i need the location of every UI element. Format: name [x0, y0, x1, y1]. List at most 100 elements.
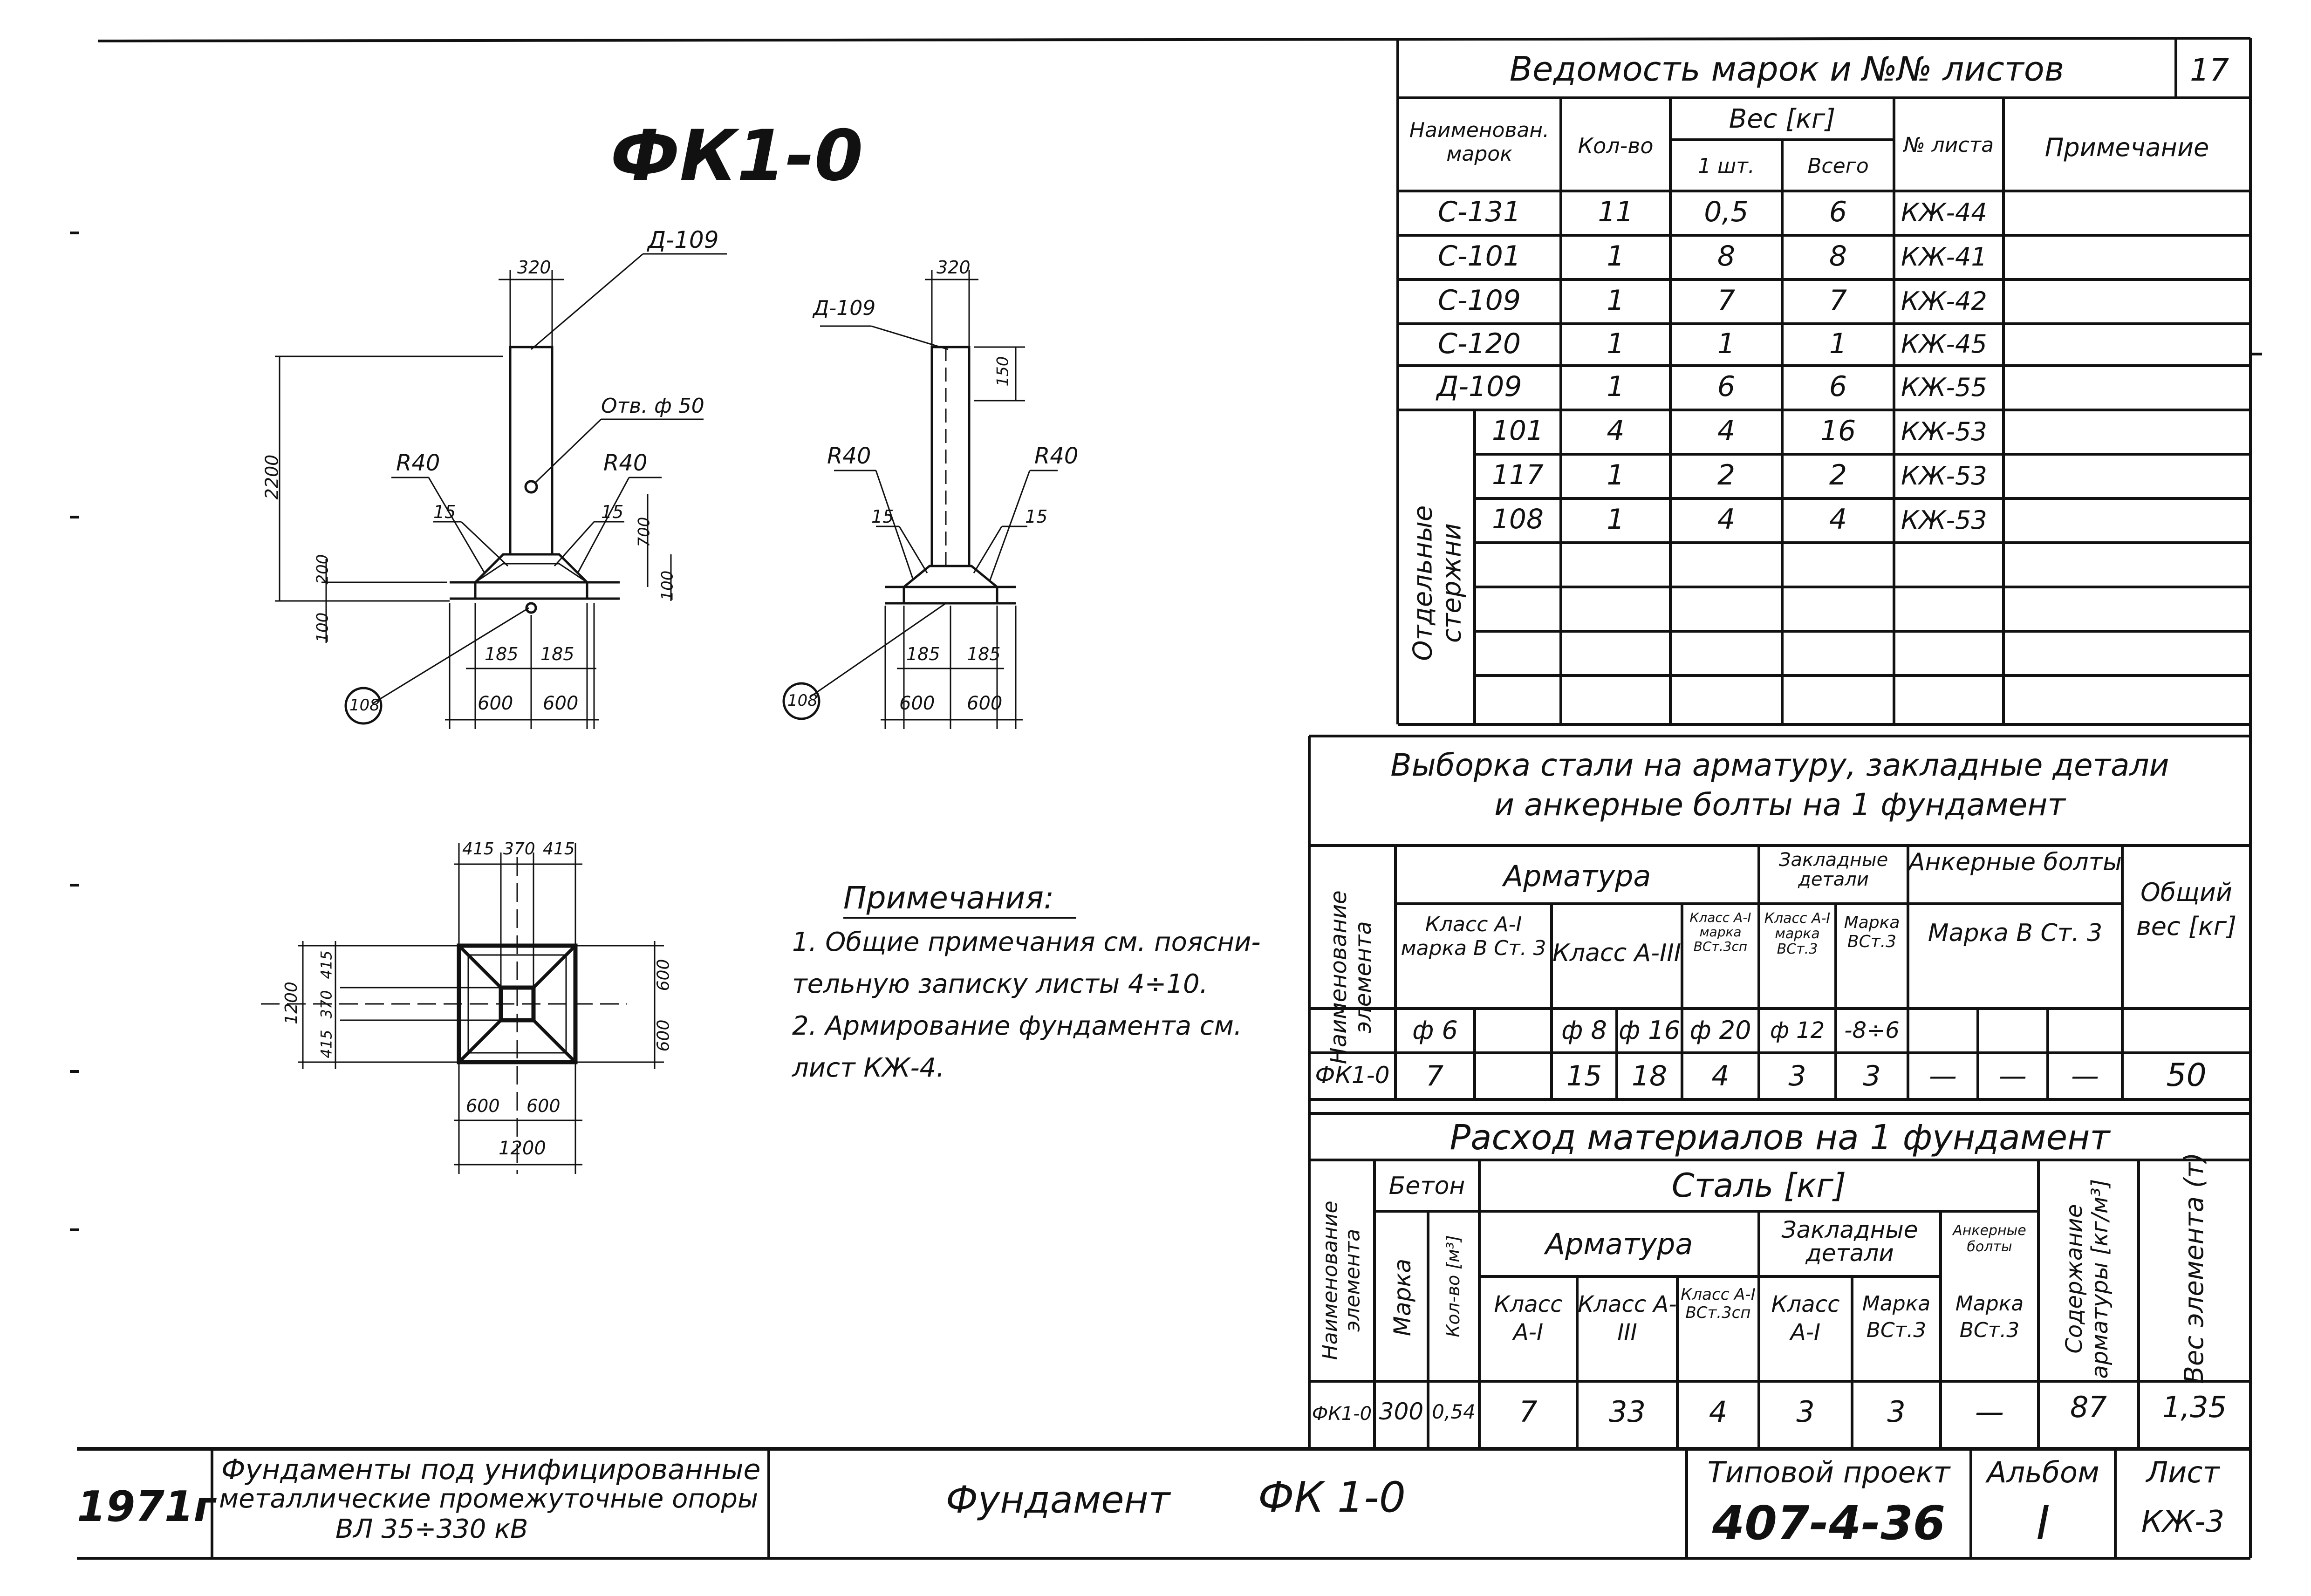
- materials-row-marka: 300: [1379, 1398, 1424, 1425]
- steel-zd-marka: Марка ВСт.3: [1836, 913, 1908, 952]
- note-line-1: 1. Общие примечания см. поясни-: [792, 927, 1261, 957]
- materials-row-ab: —: [1975, 1395, 2004, 1429]
- title-desc-line2: металлические промежуточные опоры: [219, 1484, 759, 1514]
- steel-ankernye-text: Анкерные болты: [1908, 848, 2122, 876]
- materials-row-soderzhanie: 87: [2070, 1390, 2107, 1424]
- marks-row-sheet: КЖ-41: [1901, 242, 1987, 272]
- steel-size: ф 16: [1618, 1016, 1681, 1045]
- materials-row-qty: 0,54: [1432, 1400, 1476, 1423]
- steel-value: 7: [1426, 1060, 1444, 1092]
- plan-left-c: 415: [317, 1030, 335, 1058]
- dim-total-height: 2200: [261, 454, 282, 500]
- marks-row-sheet: КЖ-53: [1901, 505, 1987, 535]
- marks-row-total: 6: [1829, 196, 1847, 228]
- marks-header-per-unit: 1 шт.: [1698, 154, 1755, 178]
- steel-value: —: [1929, 1060, 1957, 1092]
- steel-value: 18: [1631, 1060, 1668, 1092]
- materials-armatura: Арматура: [1545, 1227, 1693, 1261]
- title-desc-line3: ВЛ 35÷330 кВ: [335, 1514, 528, 1544]
- dim-h200: 200: [313, 554, 332, 585]
- dim-h700: 700: [635, 517, 654, 547]
- marks-header-note: Примечание: [2044, 133, 2209, 162]
- side-radius-right: R40: [1034, 443, 1079, 469]
- plan-bot-total: 1200: [499, 1138, 546, 1159]
- steel-class-a1-small: Класс А-I марка ВСт.3сп: [1682, 910, 1759, 954]
- steel-zd-marka-text: Марка ВСт.3: [1844, 913, 1900, 952]
- side-dim-base-left: 185: [906, 644, 940, 664]
- title-album-value: I: [2036, 1496, 2050, 1550]
- marks-row-name: 101: [1492, 415, 1544, 446]
- side-dim-top-width: 320: [937, 257, 971, 278]
- steel-title-line2: и анкерные болты на 1 фундамент: [1494, 787, 2065, 823]
- plan-left-a: 415: [317, 950, 335, 979]
- side-dim-small-right: 15: [1025, 506, 1048, 527]
- marks-row-name: С-131: [1437, 196, 1521, 228]
- steel-ankernye: Анкерные болты: [1908, 850, 2122, 874]
- materials-c-a3: Класс А-III: [1577, 1290, 1677, 1346]
- marks-row-name: С-120: [1437, 327, 1521, 360]
- title-project-label: Типовой проект: [1707, 1455, 1950, 1489]
- marks-row-name: Д-109: [1436, 370, 1522, 403]
- materials-ves: Вес элемента (т): [2179, 1142, 2209, 1394]
- dim-h100b: 100: [658, 570, 677, 601]
- marks-row-sheet: КЖ-45: [1901, 329, 1987, 359]
- plan-right-a: 600: [654, 959, 673, 991]
- mark-108-side: 108: [787, 691, 818, 710]
- steel-class-a1-text: Класс А-I марка В Ст. 3: [1401, 913, 1546, 960]
- marks-header-weight: Вес [кг]: [1729, 104, 1836, 134]
- dim-base-right: 185: [540, 644, 574, 664]
- materials-ab-marka-text: Марка ВСт.3: [1955, 1292, 2024, 1343]
- materials-stal: Сталь [кг]: [1671, 1166, 1846, 1205]
- marks-row-name: 117: [1492, 459, 1544, 491]
- steel-value: —: [1999, 1060, 2027, 1092]
- materials-qty-m3: Кол-во [м³]: [1443, 1221, 1463, 1351]
- dim-small-right: 15: [601, 502, 624, 522]
- marks-row-unit: 4: [1717, 415, 1736, 447]
- marks-row-qty: 11: [1598, 196, 1634, 228]
- steel-class-a3: Класс А-III: [1552, 939, 1682, 967]
- steel-class-a1: Класс А-I марка В Ст. 3: [1395, 913, 1552, 960]
- steel-row-total: 50: [2166, 1057, 2207, 1094]
- radius-left: R40: [396, 450, 440, 476]
- title-code: ФК 1-0: [1258, 1473, 1406, 1522]
- marks-header-name: Наименован. марок: [1398, 118, 1561, 166]
- steel-size: ф 6: [1412, 1016, 1458, 1045]
- steel-value: —: [2071, 1060, 2099, 1092]
- marks-row-sheet: КЖ-53: [1901, 417, 1987, 446]
- materials-zakladnye: Закладные детали: [1759, 1218, 1941, 1265]
- marks-row-unit: 8: [1717, 240, 1736, 273]
- title-project-number: 407-4-36: [1712, 1496, 1946, 1550]
- title-sheet-label: Лист: [2146, 1455, 2220, 1489]
- marks-row-qty: 1: [1607, 370, 1625, 403]
- marks-row-unit: 0,5: [1704, 196, 1749, 228]
- materials-beton: Бетон: [1388, 1172, 1465, 1200]
- side-dim-width-left: 600: [899, 693, 935, 714]
- steel-value: 4: [1711, 1060, 1730, 1092]
- marks-row-sheet: КЖ-44: [1901, 198, 1987, 227]
- dim-h100: 100: [313, 612, 332, 643]
- steel-ab-marka: Марка В Ст. 3: [1908, 920, 2122, 947]
- title-desc-line1: Фундаменты под унифицированные: [221, 1453, 761, 1486]
- dim-top-width: 320: [517, 257, 551, 278]
- marks-row-unit: 4: [1717, 503, 1736, 536]
- note-line-3: 2. Армирование фундамента см.: [792, 1011, 1242, 1041]
- marks-row-sheet: КЖ-55: [1901, 373, 1987, 402]
- steel-value: 15: [1566, 1060, 1602, 1092]
- callout-d109: Д-109: [648, 226, 719, 253]
- plan-left-total: 1200: [281, 982, 301, 1024]
- marks-group-label: Отдельные стержни: [1408, 505, 1467, 661]
- materials-row-a1vst: 4: [1709, 1395, 1728, 1429]
- materials-zd-a1: Класс А-I: [1759, 1290, 1852, 1346]
- plan-top-c: 415: [543, 839, 575, 859]
- title-album-label: Альбом: [1987, 1455, 2099, 1489]
- side-callout-d109: Д-109: [813, 296, 876, 320]
- marks-header-sheet: № листа: [1903, 133, 1994, 157]
- dim-small-left: 15: [433, 502, 456, 522]
- marks-row-unit: 2: [1717, 459, 1736, 491]
- marks-row-total: 7: [1829, 284, 1847, 317]
- marks-header-total: Всего: [1807, 154, 1869, 178]
- marks-row-qty: 1: [1607, 327, 1625, 360]
- materials-title: Расход материалов на 1 фундамент: [1450, 1118, 2110, 1158]
